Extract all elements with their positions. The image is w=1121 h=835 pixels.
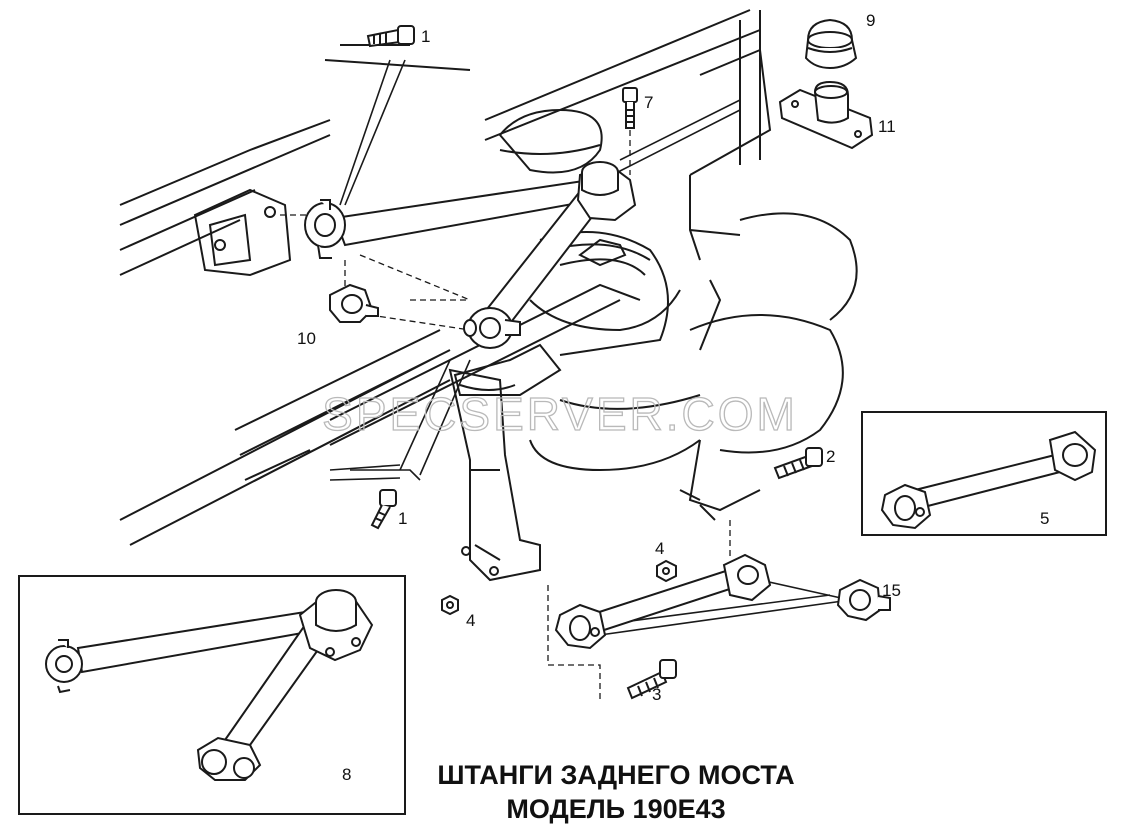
callout-9: 9 <box>866 11 875 30</box>
bolt-part-2 <box>773 447 823 480</box>
callout-10: 10 <box>297 329 316 348</box>
bolt-part-7 <box>622 87 638 129</box>
inset-box-5 <box>861 411 1107 536</box>
bushing-part-15 <box>836 578 891 622</box>
bolt-part-3 <box>626 659 677 700</box>
callout-4-left: 4 <box>466 611 475 630</box>
callout-7: 7 <box>644 93 653 112</box>
bolt-part-1-mid <box>370 489 397 530</box>
callout-5: 5 <box>1040 509 1049 528</box>
nut-part-4-right <box>656 559 677 583</box>
callout-labels: 1 9 7 11 10 2 5 1 4 4 15 3 8 <box>297 11 1049 784</box>
bushing-part-10 <box>329 283 379 323</box>
callout-2: 2 <box>826 447 835 466</box>
v-rod-assembly-part-8 <box>45 589 374 781</box>
diagram-title-line2: МОДЕЛЬ 190Е43 <box>506 794 725 824</box>
lower-straight-rod <box>554 553 772 650</box>
straight-rod-assembly-part-5 <box>880 430 1097 530</box>
watermark-text: SPECSERVER.COM <box>322 388 798 440</box>
callout-1-mid: 1 <box>398 509 407 528</box>
bolt-part-1-top <box>366 25 415 48</box>
callout-8: 8 <box>342 765 351 784</box>
diagram-title-line1: ШТАНГИ ЗАДНЕГО МОСТА <box>437 760 794 790</box>
cap-part-9 <box>804 18 858 70</box>
upper-v-rod <box>304 161 637 349</box>
inset-box-8 <box>18 575 406 815</box>
callout-11: 11 <box>878 117 896 136</box>
leader-lines <box>329 59 851 636</box>
callout-3: 3 <box>652 685 661 704</box>
callout-1-top: 1 <box>421 27 430 46</box>
callout-4-right: 4 <box>655 539 664 558</box>
nut-part-4-left <box>441 594 459 616</box>
chassis-frame <box>119 9 858 582</box>
mount-part-11 <box>778 80 874 150</box>
callout-15: 15 <box>882 581 901 600</box>
